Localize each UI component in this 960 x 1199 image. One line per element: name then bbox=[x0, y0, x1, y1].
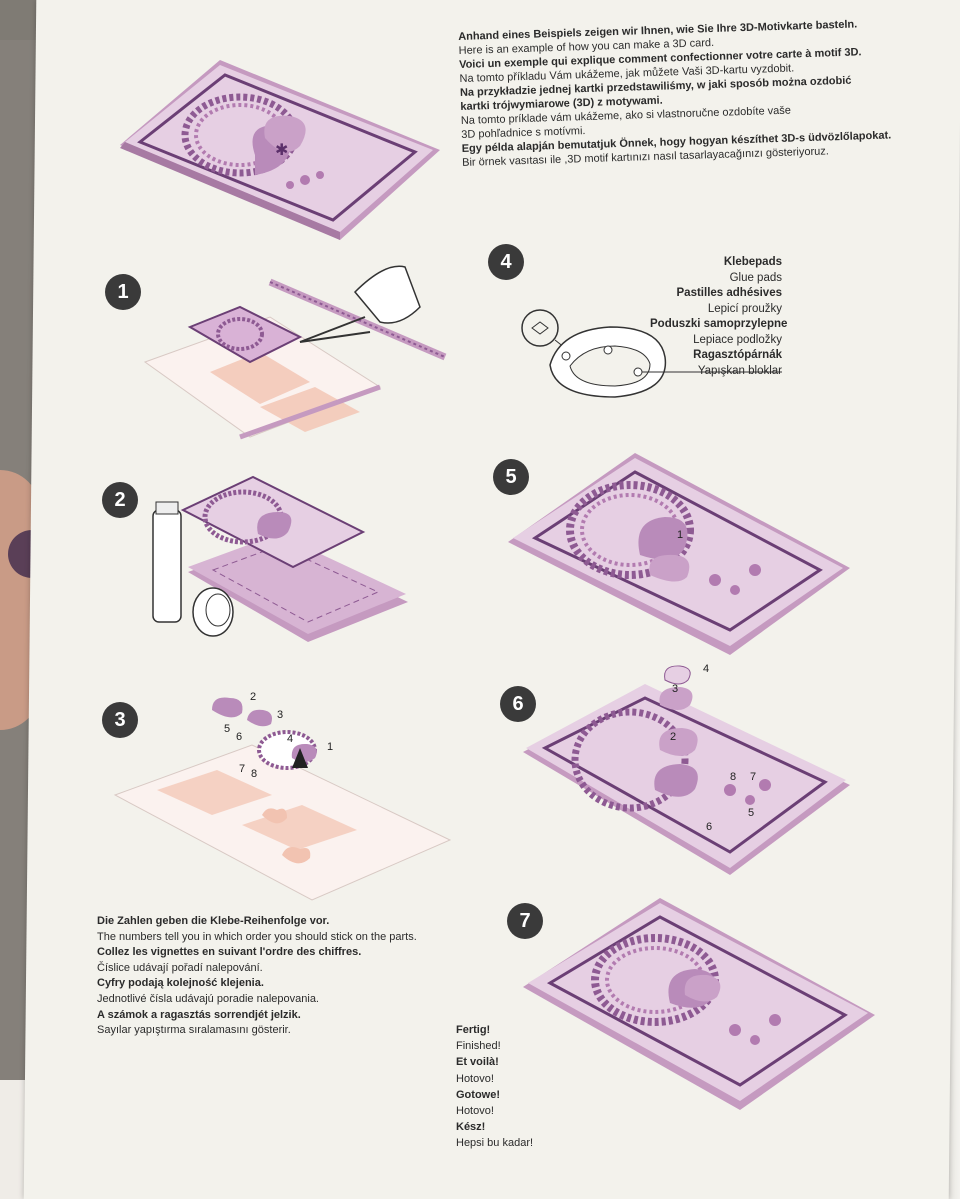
numbers-note-line: The numbers tell you in which order you … bbox=[97, 930, 417, 943]
step-3-part-numbers: 2 3 5 6 4 1 7 8 bbox=[224, 691, 333, 780]
step-2-gluing-illustration bbox=[152, 475, 408, 642]
part-number: 2 bbox=[670, 731, 676, 743]
glue-pads-line: Lepicí proužky bbox=[707, 302, 782, 315]
numbers-note-line: Cyfry podają kolejność klejenia. bbox=[97, 977, 264, 990]
step-6-layering-illustration: 4 3 2 8 7 6 5 bbox=[523, 663, 850, 875]
step-6-part-numbers: 4 3 2 8 7 6 5 bbox=[670, 663, 756, 833]
part-number: 1 bbox=[677, 529, 683, 541]
step-3-badge: 3 bbox=[102, 702, 138, 738]
finished-line: Hepsi bu kadar! bbox=[456, 1137, 534, 1150]
step-2-badge: 2 bbox=[102, 482, 138, 518]
finished-line: Fertig! bbox=[456, 1024, 491, 1036]
step-7-finished-illustration bbox=[523, 898, 875, 1110]
step-1-cutting-illustration bbox=[143, 265, 447, 440]
part-number: 8 bbox=[730, 771, 736, 783]
step-6-badge: 6 bbox=[500, 686, 536, 722]
step-5-badge: 5 bbox=[493, 459, 529, 495]
glue-pads-line: Poduszki samoprzylepne bbox=[650, 318, 788, 330]
glue-pads-line: Klebepads bbox=[723, 256, 782, 268]
finished-line: Hotovo! bbox=[456, 1105, 494, 1118]
numbers-note-line: Collez les vignettes en suivant l'ordre … bbox=[97, 946, 362, 959]
numbers-order-note: Die Zahlen geben die Klebe-Reihenfolge v… bbox=[97, 914, 417, 1039]
finished-line: Finished! bbox=[456, 1040, 501, 1053]
part-number: 7 bbox=[750, 771, 756, 783]
numbers-note-line: Sayılar yapıştırma sıralamasını gösterir… bbox=[97, 1024, 291, 1037]
step-4-badge: 4 bbox=[488, 244, 524, 280]
part-number: 4 bbox=[287, 733, 293, 745]
step-1-badge: 1 bbox=[105, 274, 141, 310]
numbers-note-line: Die Zahlen geben die Klebe-Reihenfolge v… bbox=[97, 915, 330, 927]
finished-text: Fertig! Finished! Et voilà! Hotovo! Gotowe! H… bbox=[456, 1022, 533, 1152]
step-5-illustration: 1 bbox=[508, 453, 850, 655]
finished-line: Kész! bbox=[456, 1121, 486, 1134]
part-number: 3 bbox=[277, 709, 283, 721]
part-number: 8 bbox=[251, 768, 257, 780]
finished-line: Et voilà! bbox=[456, 1056, 499, 1069]
part-number: 5 bbox=[224, 723, 230, 735]
glue-pads-line: Lepiace podložky bbox=[693, 333, 782, 346]
intro-text: Anhand eines Beispiels zeigen wir Ihnen,… bbox=[458, 17, 892, 170]
finished-card-illustration: ✱ bbox=[120, 60, 440, 240]
part-number: 2 bbox=[250, 691, 256, 703]
glue-pads-line: Ragasztópárnák bbox=[693, 349, 782, 361]
glue-pads-line: Glue pads bbox=[729, 271, 782, 284]
part-number: 3 bbox=[672, 683, 678, 695]
numbers-note-line: A számok a ragasztás sorrendjét jelzik. bbox=[97, 1008, 301, 1021]
part-number: 5 bbox=[748, 807, 754, 819]
finished-line: Hotovo! bbox=[456, 1072, 494, 1085]
part-number: 4 bbox=[703, 663, 709, 675]
part-number: 7 bbox=[239, 763, 245, 775]
step-7-badge: 7 bbox=[507, 903, 543, 939]
finished-line: Gotowe! bbox=[456, 1088, 500, 1101]
step-3-parts-sheet-illustration: 2 3 5 6 4 1 7 8 bbox=[113, 691, 452, 901]
glue-pads-line: Pastilles adhésives bbox=[676, 287, 782, 299]
part-number: 6 bbox=[236, 731, 242, 743]
step-4-glue-pads-illustration bbox=[521, 309, 782, 398]
svg-text:✱: ✱ bbox=[275, 142, 288, 159]
part-number: 1 bbox=[327, 741, 333, 753]
glue-pads-line: Yapışkan bloklar bbox=[697, 364, 782, 377]
numbers-note-line: Jednotlivé čísla udávajú poradie nalepov… bbox=[97, 992, 319, 1005]
numbers-note-line: Číslice udávají pořadí nalepování. bbox=[97, 961, 263, 974]
part-number: 6 bbox=[706, 821, 712, 833]
